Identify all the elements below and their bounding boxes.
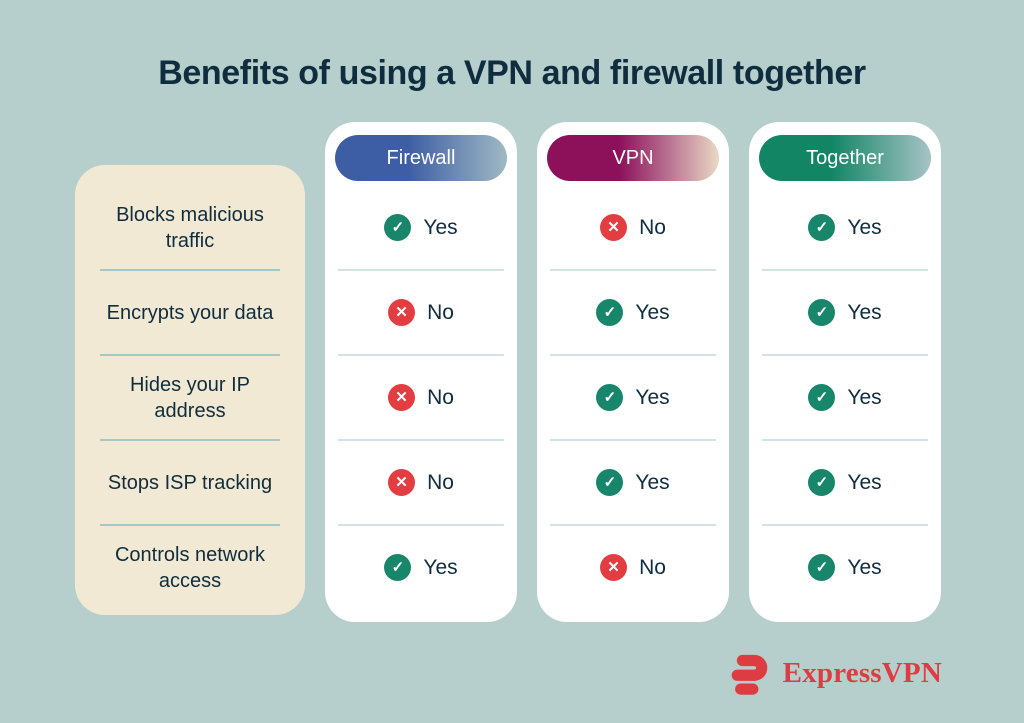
cell-value: Yes <box>423 215 458 239</box>
check-icon: ✓ <box>808 299 836 326</box>
cell-value: No <box>639 555 666 579</box>
row-label-text: Stops ISP tracking <box>107 471 273 494</box>
table-cell: ✓ Yes <box>749 355 941 441</box>
row-label: Encrypts your data <box>75 270 305 356</box>
row-label: Hides your IP address <box>75 355 305 441</box>
table-cell: ✓ Yes <box>325 185 517 271</box>
check-icon: ✓ <box>596 384 624 411</box>
check-icon: ✓ <box>808 384 836 411</box>
cell-value: Yes <box>635 300 670 324</box>
table-cell: ✓ Yes <box>749 185 941 271</box>
table-cell: ✕ No <box>325 440 517 526</box>
table-cell: ✕ No <box>325 355 517 441</box>
check-icon: ✓ <box>384 554 412 581</box>
cell-value: Yes <box>847 385 882 409</box>
table-cell: ✓ Yes <box>537 355 729 441</box>
column-cells: ✕ No ✓ Yes ✓ Yes ✓ Yes ✕ No <box>537 185 729 610</box>
cross-icon: ✕ <box>388 299 416 326</box>
column-cells: ✓ Yes ✕ No ✕ No ✕ No ✓ Yes <box>325 185 517 610</box>
check-icon: ✓ <box>808 554 836 581</box>
row-label: Controls network access <box>75 525 305 610</box>
check-icon: ✓ <box>384 214 412 241</box>
cell-value: No <box>427 385 454 409</box>
column-header-pill-firewall: Firewall <box>335 135 507 181</box>
column-cells: ✓ Yes ✓ Yes ✓ Yes ✓ Yes ✓ Yes <box>749 185 941 610</box>
row-label-text: Encrypts your data <box>106 301 274 324</box>
table-cell: ✓ Yes <box>749 270 941 356</box>
cell-value: Yes <box>635 470 670 494</box>
check-icon: ✓ <box>596 469 624 496</box>
column-card-vpn: VPN ✕ No ✓ Yes ✓ Yes ✓ Yes ✕ No <box>537 122 729 622</box>
check-icon: ✓ <box>596 299 624 326</box>
table-cell: ✓ Yes <box>537 270 729 356</box>
column-card-together: Together ✓ Yes ✓ Yes ✓ Yes ✓ Yes ✓ Yes <box>749 122 941 622</box>
cell-value: Yes <box>635 385 670 409</box>
table-cell: ✕ No <box>325 270 517 356</box>
cross-icon: ✕ <box>388 384 416 411</box>
page-title: Benefits of using a VPN and firewall tog… <box>158 54 866 92</box>
cell-value: No <box>639 215 666 239</box>
row-label: Stops ISP tracking <box>75 440 305 526</box>
brand-name: ExpressVPN <box>782 657 942 689</box>
column-card-firewall: Firewall ✓ Yes ✕ No ✕ No ✕ No ✓ Yes <box>325 122 517 622</box>
row-label: Blocks malicious traffic <box>75 185 305 271</box>
check-icon: ✓ <box>808 214 836 241</box>
expressvpn-logo-icon <box>731 654 767 695</box>
row-label-text: Hides your IP address <box>129 373 251 422</box>
column-header-pill-vpn: VPN <box>547 135 719 181</box>
table-cell: ✓ Yes <box>537 440 729 526</box>
cross-icon: ✕ <box>388 469 416 496</box>
table-cell: ✕ No <box>537 185 729 271</box>
cell-value: Yes <box>847 215 882 239</box>
cell-value: No <box>427 470 454 494</box>
cross-icon: ✕ <box>600 214 628 241</box>
cell-value: Yes <box>423 555 458 579</box>
cross-icon: ✕ <box>600 554 628 581</box>
cell-value: Yes <box>847 555 882 579</box>
cell-value: Yes <box>847 470 882 494</box>
brand-footer: ExpressVPN <box>726 650 942 697</box>
column-header-pill-together: Together <box>759 135 931 181</box>
row-label-text: Blocks malicious traffic <box>116 203 264 252</box>
cell-value: Yes <box>847 300 882 324</box>
cell-value: No <box>427 300 454 324</box>
table-cell: ✕ No <box>537 525 729 610</box>
check-icon: ✓ <box>808 469 836 496</box>
row-label-text: Controls network access <box>114 543 266 592</box>
table-cell: ✓ Yes <box>325 525 517 610</box>
table-cell: ✓ Yes <box>749 525 941 610</box>
table-cell: ✓ Yes <box>749 440 941 526</box>
